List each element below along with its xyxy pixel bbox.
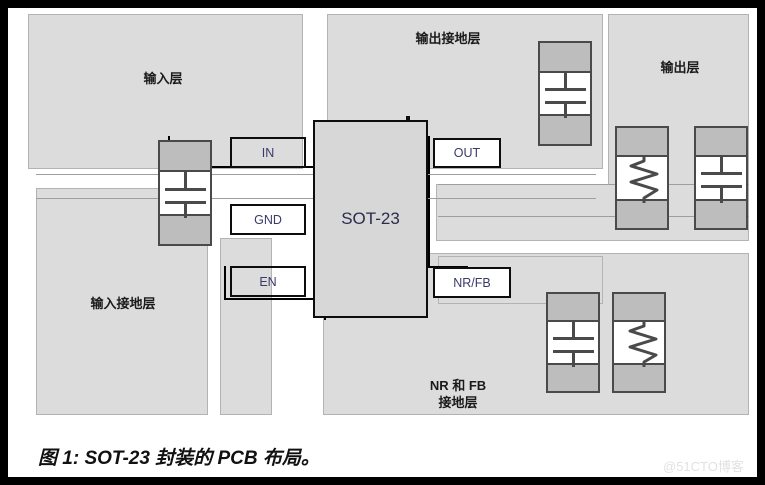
capacitor-plate-bottom: [164, 201, 206, 204]
output-ground-capacitor[interactable]: [538, 41, 592, 146]
component-pad-top: [160, 142, 210, 172]
component-pad-top: [617, 128, 667, 157]
capacitor-lead-top: [563, 73, 567, 89]
resistor-zigzag-icon: [628, 322, 658, 367]
watermark: @51CTO博客: [663, 459, 744, 474]
pin-in[interactable]: IN: [230, 137, 306, 168]
capacitor-plate-bottom: [700, 185, 742, 188]
capacitor-lead-bottom: [719, 188, 723, 203]
component-pad-bottom: [696, 199, 746, 228]
pin-out-label: OUT: [453, 146, 481, 160]
routing-line-right-lower: [438, 216, 749, 217]
component-pad-bottom: [160, 214, 210, 244]
feedback-resistor-bottom[interactable]: [612, 292, 666, 393]
capacitor-lead-bottom: [183, 204, 187, 218]
input-capacitor[interactable]: [158, 140, 212, 246]
pin-nr-fb-label: NR/FB: [453, 275, 491, 290]
figure-page: 输入层 输入接地层 输出接地层 输出层 NR 和 FB 接地层 SOT-23 I…: [8, 8, 757, 477]
pin-en[interactable]: EN: [230, 266, 306, 297]
feedback-resistor-top[interactable]: [615, 126, 669, 230]
input-layer-label: 输入层: [143, 71, 183, 86]
nr-capacitor[interactable]: [546, 292, 600, 393]
capacitor-lead-top: [719, 157, 723, 173]
capacitor-plate-top: [552, 337, 594, 340]
input-ground-layer-strip: [220, 238, 272, 415]
capacitor-plate-bottom: [544, 101, 586, 104]
trace-en-corner-v: [224, 266, 226, 300]
trace-en-corner-h: [224, 298, 324, 300]
nr-fb-ground-layer-label: NR 和 FB 接地层: [429, 378, 487, 410]
figure-caption: 图 1: SOT-23 封装的 PCB 布局。: [38, 448, 320, 469]
capacitor-plate-top: [544, 88, 586, 91]
sot-23-package[interactable]: SOT-23: [313, 120, 428, 318]
pin-gnd-label: GND: [254, 212, 282, 227]
input-ground-layer-label: 输入接地层: [90, 296, 156, 311]
pin-nr-fb[interactable]: NR/FB: [433, 267, 511, 298]
component-pad-top: [540, 43, 590, 73]
capacitor-lead-bottom: [563, 104, 567, 118]
capacitor-plate-top: [700, 172, 742, 175]
component-pad-bottom: [614, 363, 664, 391]
trace-output-ring: [406, 116, 410, 120]
output-capacitor[interactable]: [694, 126, 748, 230]
capacitor-lead-top: [571, 322, 575, 338]
component-pad-top: [548, 294, 598, 322]
pin-gnd[interactable]: GND: [230, 204, 306, 235]
resistor-zigzag-icon: [629, 157, 659, 203]
routing-line-right-upper: [438, 184, 749, 185]
component-pad-bottom: [617, 199, 667, 228]
capacitor-plate-top: [164, 188, 206, 191]
output-ground-layer-label: 输出接地层: [415, 31, 481, 46]
component-pad-top: [696, 128, 746, 157]
pin-en-label: EN: [259, 274, 277, 289]
output-layer-label: 输出层: [660, 60, 700, 75]
capacitor-plate-bottom: [552, 350, 594, 353]
pin-in-label: IN: [261, 145, 275, 160]
component-pad-bottom: [548, 363, 598, 391]
component-pad-top: [614, 294, 664, 322]
component-pad-bottom: [540, 114, 590, 144]
capacitor-lead-top: [183, 172, 187, 188]
trace-out-v: [428, 136, 430, 268]
capacitor-lead-bottom: [571, 353, 575, 367]
pin-out[interactable]: OUT: [433, 138, 501, 168]
